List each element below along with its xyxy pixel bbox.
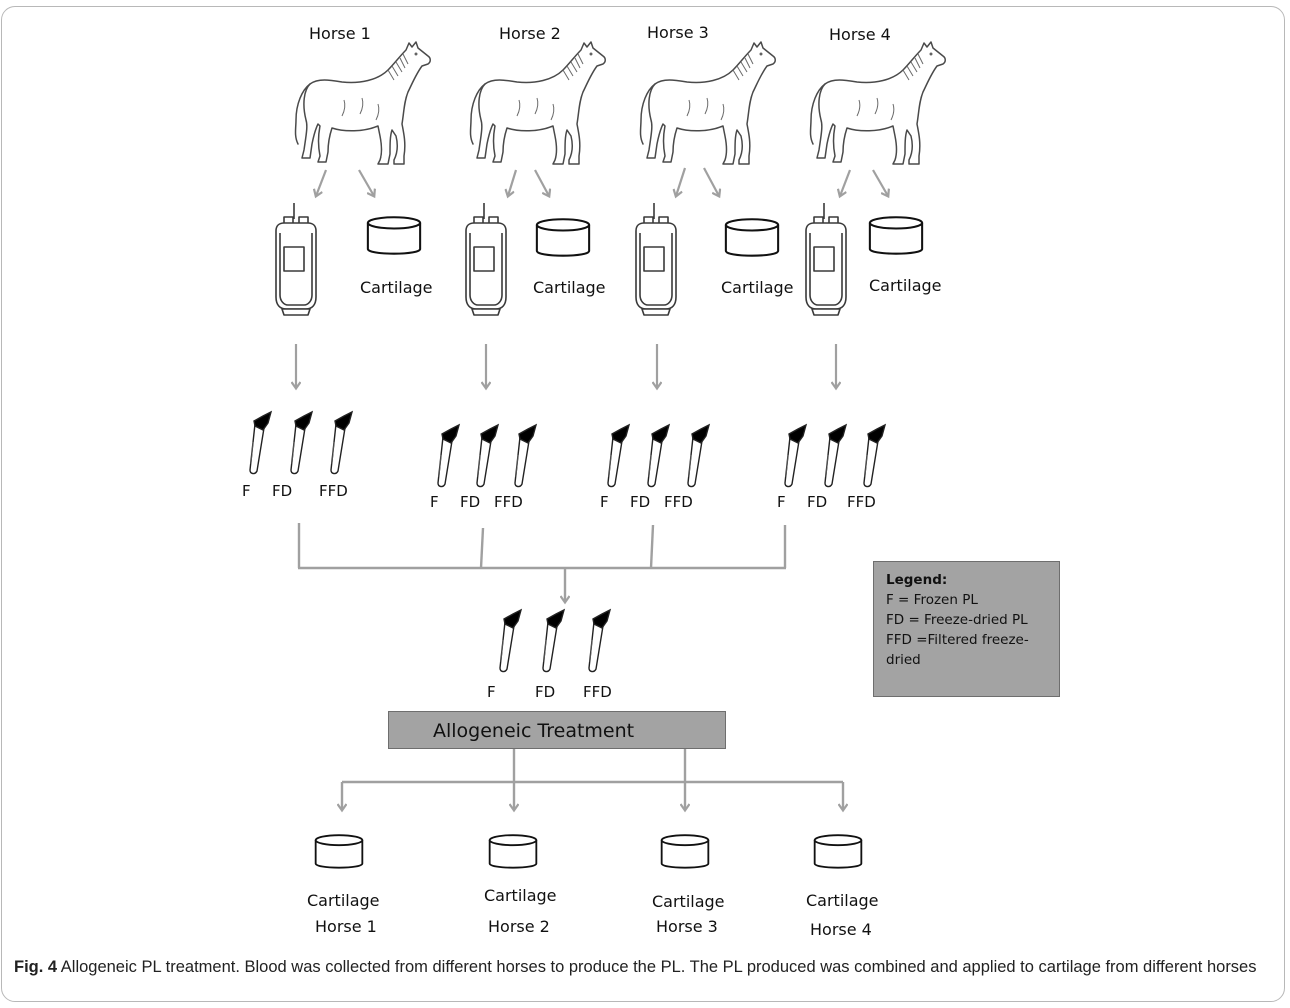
horse-3-icon: [639, 41, 776, 165]
output-label-3-line2: Horse 3: [656, 917, 718, 936]
tube-label-f-3: F: [600, 493, 609, 511]
tube-group-2: [437, 424, 537, 488]
treatment-label: Allogeneic Treatment: [433, 720, 635, 742]
horse-to-sample-arrows: [316, 167, 888, 196]
output-label-2-line2: Horse 2: [488, 917, 550, 936]
tube-label-fd-4: FD: [807, 493, 827, 511]
tube-label-ffd-4: FFD: [847, 493, 876, 511]
legend-item-ffd: FFD =Filtered freeze-: [886, 632, 1029, 648]
cartilage-label-3: Cartilage: [721, 278, 794, 297]
cartilage-label-1: Cartilage: [360, 278, 433, 297]
cartilage-icon-3: [724, 218, 780, 257]
distribute-bracket: [342, 749, 843, 810]
blood-bag-icon-3: [635, 203, 677, 316]
output-label-4-line1: Cartilage: [806, 891, 879, 910]
output-cartilage-icon-4: [813, 834, 863, 869]
cartilage-icon-2: [535, 218, 591, 257]
tube-label-f-1: F: [242, 482, 251, 500]
figure-caption: Fig. 4 Allogeneic PL treatment. Blood wa…: [14, 955, 1276, 979]
legend-box: Legend: F = Frozen PL FD = Freeze-dried …: [873, 561, 1060, 697]
output-label-3-line1: Cartilage: [652, 892, 725, 911]
combined-label-fd: FD: [535, 683, 555, 701]
horse-1-icon: [294, 41, 431, 165]
legend-item-fd: FD = Freeze-dried PL: [886, 612, 1028, 628]
output-cartilage-icon-2: [488, 834, 538, 869]
caption-text: Allogeneic PL treatment. Blood was colle…: [57, 958, 1257, 976]
legend-title: Legend:: [886, 572, 948, 588]
combined-label-ffd: FFD: [583, 683, 612, 701]
horse-1-label: Horse 1: [309, 24, 371, 43]
tube-group-1: [249, 411, 353, 475]
bag-to-tube-arrows: [296, 344, 836, 388]
cartilage-label-2: Cartilage: [533, 278, 606, 297]
horse-2-label: Horse 2: [499, 24, 561, 43]
tube-label-fd-2: FD: [460, 493, 480, 511]
output-label-1-line2: Horse 1: [315, 917, 377, 936]
combined-label-f: F: [487, 683, 496, 701]
output-cartilage-icon-1: [314, 834, 364, 869]
blood-bag-icon-4: [805, 203, 847, 316]
cartilage-label-4: Cartilage: [869, 276, 942, 295]
tube-label-ffd-1: FFD: [319, 482, 348, 500]
cartilage-icon-4: [868, 216, 924, 255]
tube-label-ffd-2: FFD: [494, 493, 523, 511]
horse-3-label: Horse 3: [647, 23, 709, 42]
horse-2-icon: [469, 41, 606, 165]
tube-label-ffd-3: FFD: [664, 493, 693, 511]
combine-bracket: [297, 523, 787, 602]
output-label-1-line1: Cartilage: [307, 891, 380, 910]
tube-label-f-4: F: [777, 493, 786, 511]
horse-4-label: Horse 4: [829, 25, 891, 44]
blood-bag-icon-2: [465, 203, 507, 316]
output-label-2-line1: Cartilage: [484, 886, 557, 905]
tube-label-fd-3: FD: [630, 493, 650, 511]
output-label-4-line2: Horse 4: [810, 920, 872, 939]
figure-frame: [1, 6, 1285, 1002]
tube-label-fd-1: FD: [272, 482, 292, 500]
caption-label: Fig. 4: [14, 958, 58, 976]
tube-group-4: [784, 424, 886, 488]
tube-label-f-2: F: [430, 493, 439, 511]
legend-item-ffd-cont: dried: [886, 652, 921, 668]
legend-item-f: F = Frozen PL: [886, 592, 978, 608]
output-cartilage-icon-3: [660, 834, 710, 869]
allogeneic-treatment-box: Allogeneic Treatment: [388, 711, 726, 749]
blood-bag-icon-1: [275, 203, 317, 316]
cartilage-icon-1: [366, 216, 422, 255]
tube-group-3: [607, 424, 710, 488]
combined-tube-group: [499, 609, 611, 673]
horse-4-icon: [809, 41, 946, 165]
